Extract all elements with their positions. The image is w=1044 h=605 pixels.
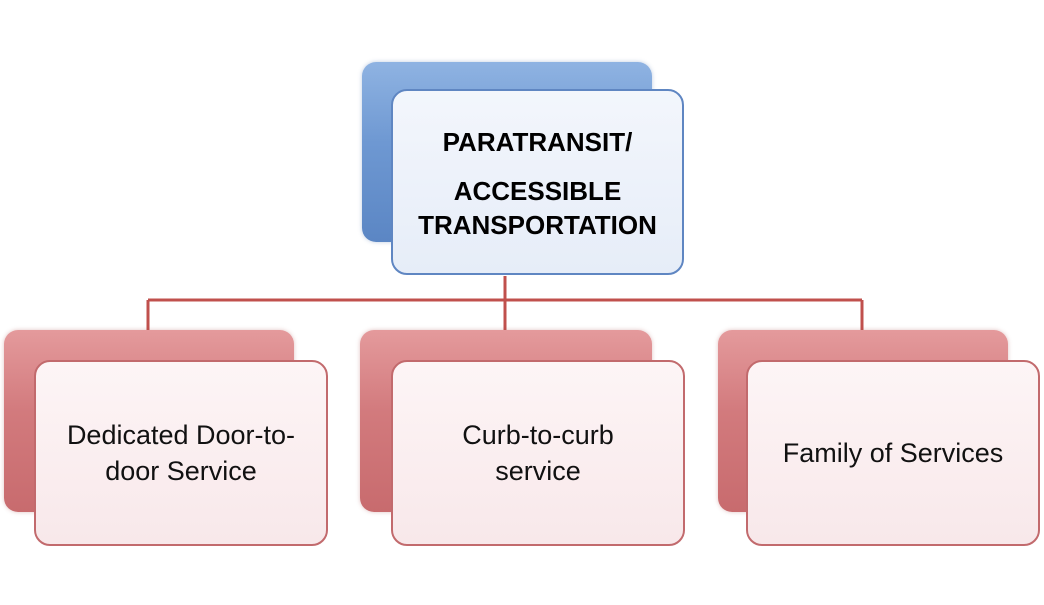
child-node-3-label: Family of Services xyxy=(783,435,1004,471)
child-1-label-line-1: Dedicated Door-to- xyxy=(66,420,296,450)
child-3-label-line-1: Family of Services xyxy=(782,438,1004,468)
root-node-label: PARATRANSIT/ ACCESSIBLE TRANSPORTATION xyxy=(418,122,657,242)
child-node-1-label: Dedicated Door-to- door Service xyxy=(67,417,295,489)
child-1-label-line-2: door Service xyxy=(105,456,257,486)
child-node-1: Dedicated Door-to- door Service xyxy=(34,360,328,546)
child-node-3: Family of Services xyxy=(746,360,1040,546)
child-2-label-line-2: service xyxy=(495,456,581,486)
root-label-line-3: TRANSPORTATION xyxy=(418,210,657,240)
root-label-line-1: PARATRANSIT/ xyxy=(442,127,633,157)
root-node: PARATRANSIT/ ACCESSIBLE TRANSPORTATION xyxy=(391,89,684,275)
child-node-2-label: Curb-to-curb service xyxy=(462,417,614,489)
child-node-2: Curb-to-curb service xyxy=(391,360,685,546)
child-2-label-line-1: Curb-to-curb xyxy=(462,420,614,450)
root-label-line-2: ACCESSIBLE xyxy=(453,176,622,206)
